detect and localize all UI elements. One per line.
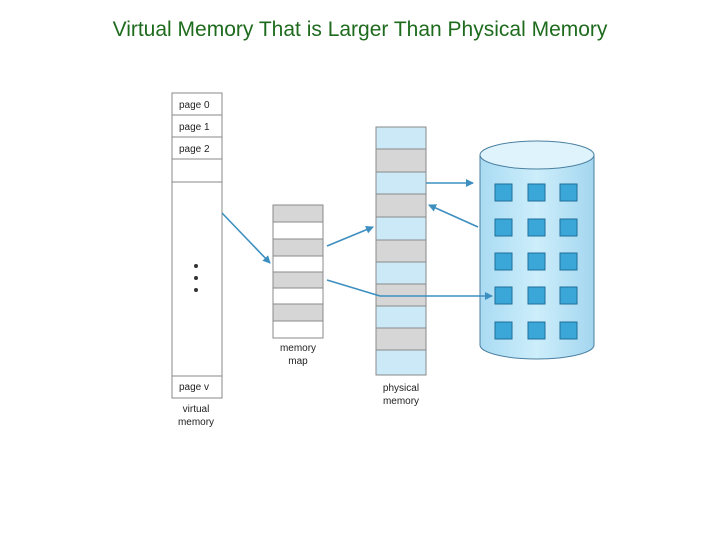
arrow-map-to-physical: [326, 225, 374, 247]
virtual-page-0-label: page 0: [179, 100, 210, 111]
ellipsis-dot: [194, 288, 198, 292]
virtual-memory-column: page 0 page 1 page 2 page v virtual memo…: [171, 92, 223, 428]
virtual-page-2-label: page 2: [179, 144, 210, 155]
arrow-map-to-disk-segment: [326, 279, 381, 297]
memory-map-column: memory map: [272, 204, 324, 367]
ellipsis-dot: [194, 276, 198, 280]
memory-map-caption-line1: memory: [280, 343, 316, 354]
physical-memory-caption-line2: memory: [383, 396, 419, 407]
physical-memory-caption-line1: physical: [383, 383, 419, 394]
ellipsis-dot: [194, 264, 198, 268]
memory-map-caption-line2: map: [288, 356, 308, 367]
virtual-memory-caption-line2: memory: [178, 417, 214, 428]
physical-memory-column: physical memory: [375, 126, 427, 407]
virtual-page-1-label: page 1: [179, 122, 210, 133]
arrow-virtual-to-map: [221, 212, 271, 264]
virtual-memory-caption-line1: virtual: [183, 404, 210, 415]
disk-block-grid: [494, 183, 578, 340]
mapping-arrows: [221, 179, 493, 300]
page-title: Virtual Memory That is Larger Than Physi…: [112, 18, 608, 41]
arrow-disk-to-physical: [428, 204, 479, 228]
virtual-page-v-label: page v: [179, 382, 209, 393]
disk-cylinder-icon: [479, 140, 595, 360]
